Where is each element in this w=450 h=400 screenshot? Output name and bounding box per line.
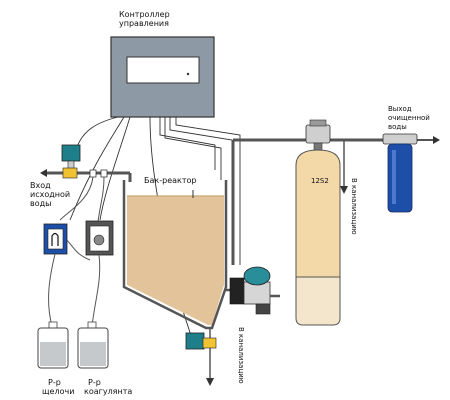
alkali-label-line1: Р-р — [48, 378, 61, 387]
controller-label-line2: управления — [119, 19, 169, 28]
cartridge-head — [382, 133, 418, 145]
pump-housing — [229, 277, 245, 305]
cable-dosing-pump-1 — [69, 116, 125, 221]
inlet-tee-2 — [100, 169, 108, 178]
pump-link — [66, 239, 91, 261]
filter-tank-body — [295, 149, 341, 278]
drain-solenoid-valve — [185, 332, 205, 350]
tank-drain-label: В канализацию — [237, 327, 245, 384]
controller-indicator-icon — [186, 72, 190, 76]
drain-valve-body — [202, 337, 217, 349]
suction-line-coagulant — [91, 254, 101, 327]
cable-tank-level-2 — [164, 117, 222, 180]
cartridge-highlight — [392, 150, 396, 204]
dosing-line-1 — [59, 176, 94, 221]
inlet-solenoid-valve — [61, 144, 81, 162]
reactor-contents — [127, 196, 224, 325]
dosing-pump-alkali — [43, 223, 68, 255]
alkali-canister: Р-р щелочи — [37, 321, 74, 396]
cartridge-housing — [387, 143, 413, 213]
cable-pump-2 — [175, 117, 241, 265]
dosing-line-2 — [97, 176, 105, 223]
cartridge-filter: Выход очищенной воды — [382, 105, 430, 213]
coagulant-pump-icon — [93, 234, 105, 246]
inlet-assembly: Вход исходной воды — [30, 144, 132, 208]
tank-drain-arrow-icon — [206, 378, 214, 386]
coagulant-canister: Р-р коагулянта — [77, 321, 132, 396]
filter-tank-base — [295, 276, 341, 326]
alkali-pump-panel — [47, 228, 64, 250]
alkali-label-line2: щелочи — [42, 387, 74, 396]
cable-dosing-pump-2 — [99, 116, 131, 221]
filter-drain-arrow-icon — [340, 186, 348, 194]
controller-unit: Контроллер управления — [110, 10, 215, 118]
alkali-cap — [48, 321, 58, 329]
inlet-label-line1: Вход — [30, 181, 51, 190]
filter-drain: В канализацию — [340, 140, 358, 235]
filter-model-label: 12S2 — [311, 177, 329, 185]
cable-tank-level — [159, 117, 216, 170]
tank-drain-assembly: В канализацию — [185, 327, 245, 386]
controller-label-line1: Контроллер — [119, 10, 170, 19]
coagulant-label-line1: Р-р — [88, 378, 101, 387]
filter-head-top — [309, 119, 327, 127]
reactor-label: Бак-реактор — [144, 176, 196, 185]
pump-head — [243, 266, 271, 286]
outlet-label-line1: Выход — [388, 105, 412, 113]
inlet-arrow-icon — [40, 169, 47, 177]
inlet-label-line3: воды — [30, 199, 51, 208]
pump-base — [255, 303, 271, 315]
dosing-lines — [59, 176, 105, 223]
inlet-valve-body — [62, 167, 78, 179]
coagulant-liquid — [80, 342, 106, 366]
alkali-liquid — [40, 342, 66, 366]
reactor-wall — [122, 180, 228, 330]
outlet-label-line3: воды — [388, 123, 407, 131]
controller-display — [126, 56, 200, 84]
coagulant-label-line2: коагулянта — [84, 387, 132, 396]
inlet-label-line2: исходной — [30, 190, 70, 199]
reactor-tank: Бак-реактор — [122, 176, 228, 330]
suction-lines — [48, 239, 101, 327]
transfer-pump — [226, 266, 280, 315]
outlet-label-line2: очищенной — [388, 114, 430, 122]
suction-line-alkali — [48, 253, 56, 327]
filter-control-head — [305, 124, 331, 144]
alkali-pump-icon — [51, 232, 59, 246]
filter-column: 12S2 — [295, 119, 341, 326]
dosing-pump-coagulant — [85, 220, 114, 256]
filter-drain-label: В канализацию — [350, 178, 358, 235]
inlet-tee-1 — [89, 169, 97, 178]
coagulant-cap — [87, 321, 97, 329]
outlet-arrow-icon — [433, 136, 440, 144]
cable-inlet-valve — [75, 116, 119, 151]
